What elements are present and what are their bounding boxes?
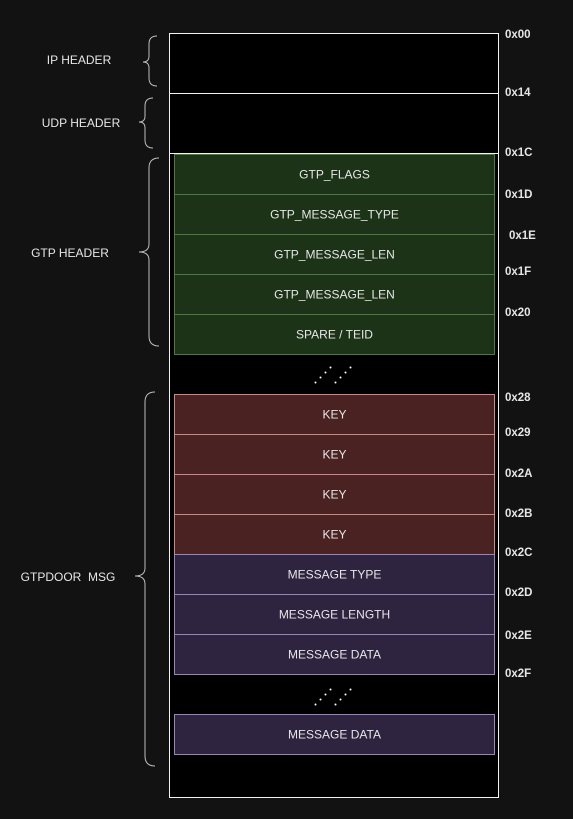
section-label-ip-header: IP HEADER <box>47 53 112 67</box>
offset-label: 0x14 <box>505 87 531 99</box>
offset-label: 0x2B <box>505 508 533 520</box>
field-label: SPARE / TEID <box>296 328 373 342</box>
field-label: KEY <box>322 488 346 502</box>
offset-label: 0x1F <box>505 266 531 278</box>
offset-label: 0x29 <box>505 427 531 439</box>
field-label: KEY <box>322 408 346 422</box>
offset-label: 0x28 <box>505 392 531 404</box>
ellipsis-dots <box>314 688 352 706</box>
field-label: GTP_MESSAGE_LEN <box>274 288 395 302</box>
udp-header-brace-icon <box>138 97 154 149</box>
field-label: MESSAGE LENGTH <box>279 608 390 622</box>
field-label: MESSAGE DATA <box>288 728 381 742</box>
field-label: MESSAGE DATA <box>288 648 381 662</box>
gtpdoor-msg-brace-icon <box>134 391 156 767</box>
field-label: GTP_MESSAGE_TYPE <box>270 208 399 222</box>
field-row: GTP_MESSAGE_LEN <box>174 234 495 275</box>
field-row: MESSAGE DATA <box>174 714 495 755</box>
field-label: GTP_MESSAGE_LEN <box>274 248 395 262</box>
ip-header-box <box>169 33 499 94</box>
offset-label: 0x1C <box>505 147 533 159</box>
field-row: MESSAGE DATA <box>174 634 495 675</box>
field-label: MESSAGE TYPE <box>288 568 382 582</box>
field-row: GTP_MESSAGE_TYPE <box>174 194 495 235</box>
field-row: KEY <box>174 394 495 435</box>
udp-header-box <box>169 93 499 154</box>
offset-label: 0x1D <box>505 189 533 201</box>
offset-label: 0x2C <box>505 547 533 559</box>
ellipsis-dots <box>314 366 352 384</box>
field-row: GTP_FLAGS <box>174 154 495 195</box>
offset-label: 0x20 <box>505 307 531 319</box>
offset-label: 0x2A <box>505 468 533 480</box>
offset-label: 0x2E <box>505 630 532 642</box>
field-label: KEY <box>322 448 346 462</box>
offset-label: 0x1E <box>509 230 536 242</box>
ip-header-brace-icon <box>142 35 158 87</box>
field-row: SPARE / TEID <box>174 314 495 355</box>
offset-label: 0x00 <box>505 29 531 41</box>
field-label: GTP_FLAGS <box>299 168 370 182</box>
offset-label: 0x2F <box>505 668 531 680</box>
field-row: MESSAGE TYPE <box>174 554 495 595</box>
field-row: GTP_MESSAGE_LEN <box>174 274 495 315</box>
field-row: KEY <box>174 434 495 475</box>
field-row: MESSAGE LENGTH <box>174 594 495 635</box>
section-label-udp-header: UDP HEADER <box>42 116 121 130</box>
section-label-gtpdoor-msg: GTPDOOR MSG <box>21 570 116 584</box>
gtp-header-brace-icon <box>138 157 160 347</box>
field-row: KEY <box>174 514 495 555</box>
offset-label: 0x2D <box>505 587 533 599</box>
section-label-gtp-header: GTP HEADER <box>31 246 109 260</box>
field-label: KEY <box>322 528 346 542</box>
field-row: KEY <box>174 474 495 515</box>
